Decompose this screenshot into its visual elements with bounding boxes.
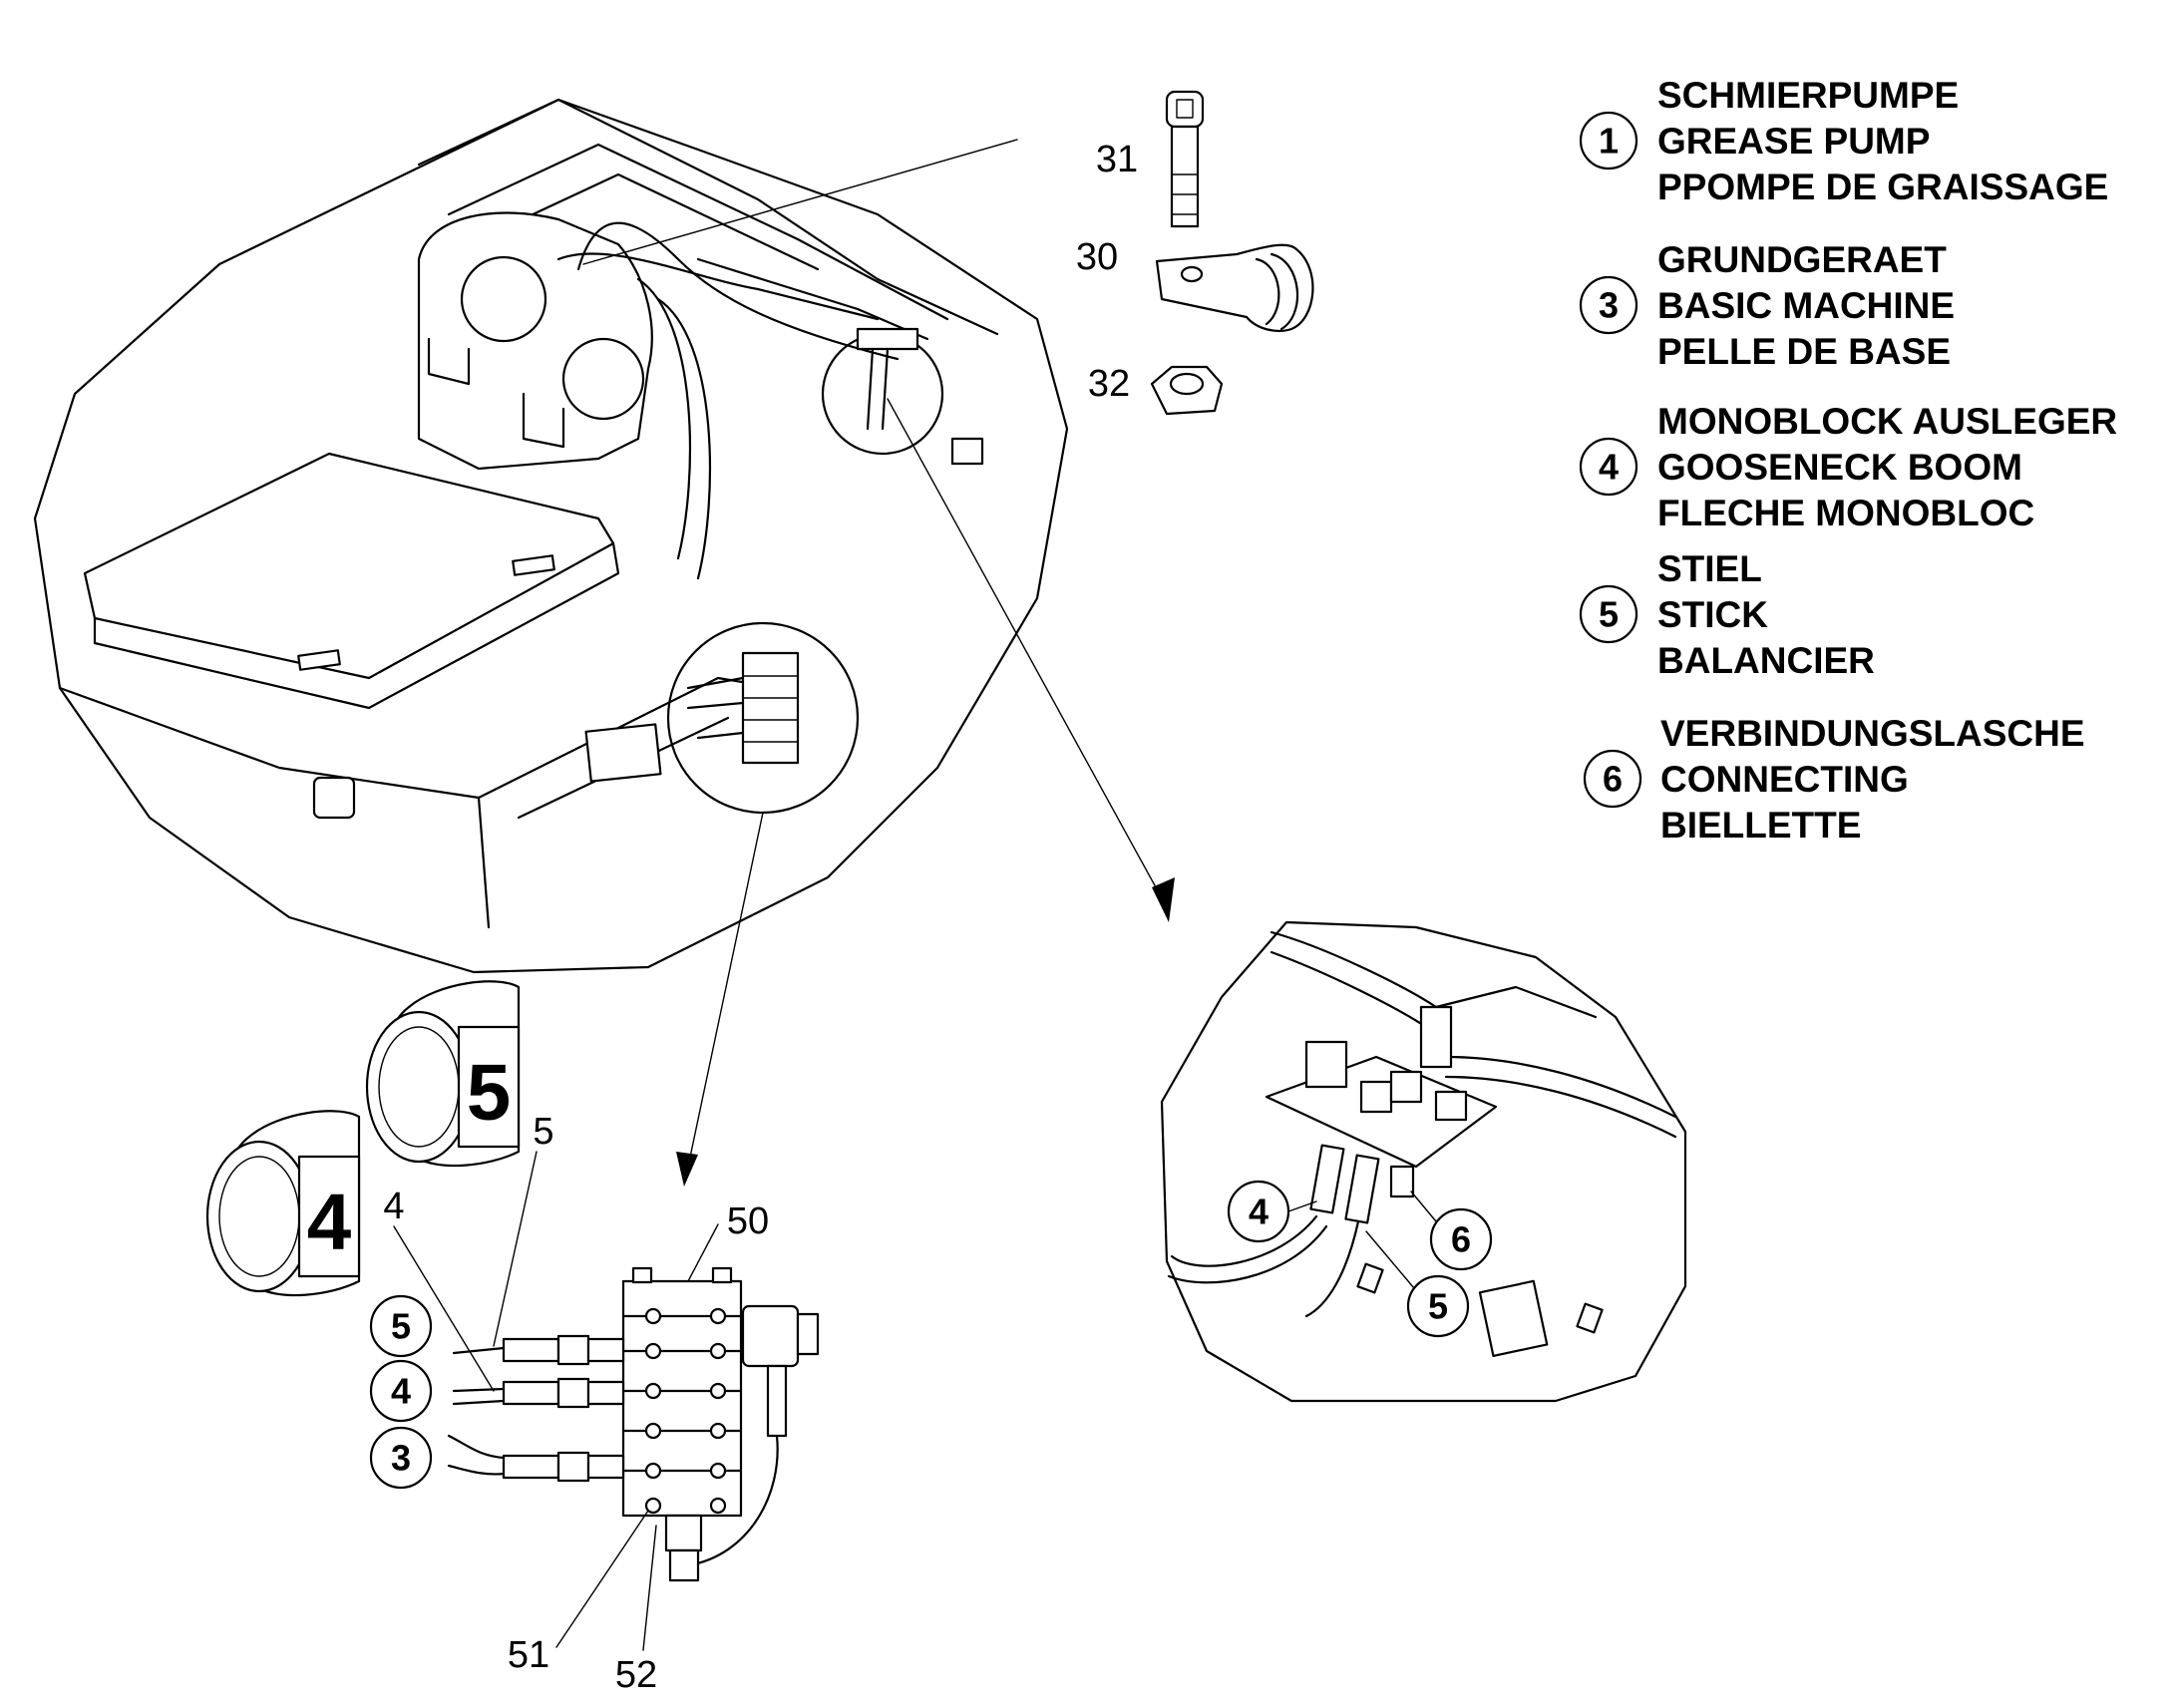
svg-text:4: 4 [1249, 1192, 1269, 1232]
hose-5 [452, 1334, 625, 1366]
legend-line-6-1: VERBINDUNGSLASCHE [1660, 713, 2085, 754]
distributor-callout-4: 4 [369, 1359, 433, 1423]
legend-line-4-2: GOOSENECK BOOM [1657, 447, 2022, 488]
legend-line-5-3: BALANCIER [1657, 640, 1875, 681]
arrow-to-detail [887, 398, 1175, 922]
hose-4 [452, 1377, 625, 1409]
detail-callout-5: 5 [1365, 1230, 1470, 1338]
svg-text:4: 4 [391, 1371, 411, 1412]
distributor-callout-5: 5 [369, 1294, 433, 1358]
detail-callout-6: 6 [1410, 1191, 1493, 1271]
legend-number-6: 6 [1603, 759, 1623, 800]
legend-entry-3: 3 GRUNDGERAET BASIC MACHINE PELLE DE BASE [1579, 239, 1955, 372]
arrow-to-distributor [676, 812, 764, 1187]
legend-line-1-2: GREASE PUMP [1657, 121, 1930, 162]
legend-entry-1: 1 SCHMIERPUMPE GREASE PUMP PPOMPE DE GRAISS… [1579, 75, 2108, 207]
legend-line-3-1: GRUNDGERAET [1657, 239, 1947, 280]
svg-text:5: 5 [1428, 1286, 1448, 1327]
detail-callout-4: 4 [1227, 1180, 1317, 1243]
legend-entry-5: 5 STIEL STICK BALANCIER [1579, 548, 1875, 681]
legend-circle-1 [1579, 111, 1638, 171]
part-bolt-31 [1165, 90, 1205, 228]
legend-line-6-2: CONNECTING [1660, 759, 1909, 800]
legend-line-5-2: STICK [1657, 594, 1768, 635]
marker-tag-5: 5 [365, 980, 521, 1168]
part-label-32: 32 [1088, 363, 1130, 405]
machine-overview [33, 98, 1069, 974]
legend-line-3-2: BASIC MACHINE [1657, 285, 1955, 326]
part-clamp-30 [1155, 243, 1314, 333]
part-label-51: 51 [508, 1634, 549, 1676]
part-nut-32 [1150, 365, 1224, 416]
legend-number-1: 1 [1599, 121, 1619, 162]
part-label-4: 4 [383, 1186, 404, 1227]
legend-line-3-3: PELLE DE BASE [1657, 331, 1951, 372]
legend-circle-6 [1583, 749, 1642, 809]
grease-distributor [447, 1266, 820, 1582]
legend-entry-6: 6 VERBINDUNGSLASCHE CONNECTING BIELLETTE [1583, 713, 2085, 846]
legend-number-4: 4 [1599, 447, 1619, 488]
distributor-callout-3: 3 [369, 1426, 433, 1490]
legend: 1 SCHMIERPUMPE GREASE PUMP PPOMPE DE GRAISS… [1579, 75, 2117, 846]
legend-line-1-1: SCHMIERPUMPE [1657, 75, 1959, 116]
legend-line-6-3: BIELLETTE [1660, 805, 1861, 846]
legend-line-1-3: PPOMPE DE GRAISSAGE [1657, 167, 2108, 207]
legend-number-3: 3 [1599, 285, 1619, 326]
legend-number-5: 5 [1599, 594, 1619, 635]
legend-circle-3 [1579, 275, 1638, 335]
legend-line-4-1: MONOBLOCK AUSLEGER [1657, 401, 2117, 442]
legend-entry-4: 4 MONOBLOCK AUSLEGER GOOSENECK BOOM FLECHE … [1579, 401, 2117, 533]
part-label-31: 31 [1096, 139, 1138, 180]
part-label-5: 5 [533, 1111, 553, 1153]
marker-tag-4: 4 [205, 1110, 361, 1297]
hose-3 [447, 1434, 625, 1483]
svg-text:5: 5 [391, 1306, 411, 1347]
distributor-small-detail [686, 651, 800, 765]
svg-text:3: 3 [391, 1438, 411, 1479]
legend-circle-4 [1579, 437, 1638, 497]
tag-4-label: 4 [307, 1178, 352, 1266]
legend-circle-5 [1579, 584, 1638, 644]
connection-detail-view [1160, 920, 1687, 1403]
svg-text:6: 6 [1451, 1219, 1471, 1260]
tag-5-label: 5 [467, 1048, 512, 1137]
legend-line-5-1: STIEL [1657, 548, 1762, 589]
legend-line-4-3: FLECHE MONOBLOC [1657, 493, 2034, 533]
part-label-50: 50 [727, 1200, 769, 1242]
part-label-52: 52 [615, 1654, 657, 1696]
part-label-30: 30 [1076, 236, 1118, 278]
